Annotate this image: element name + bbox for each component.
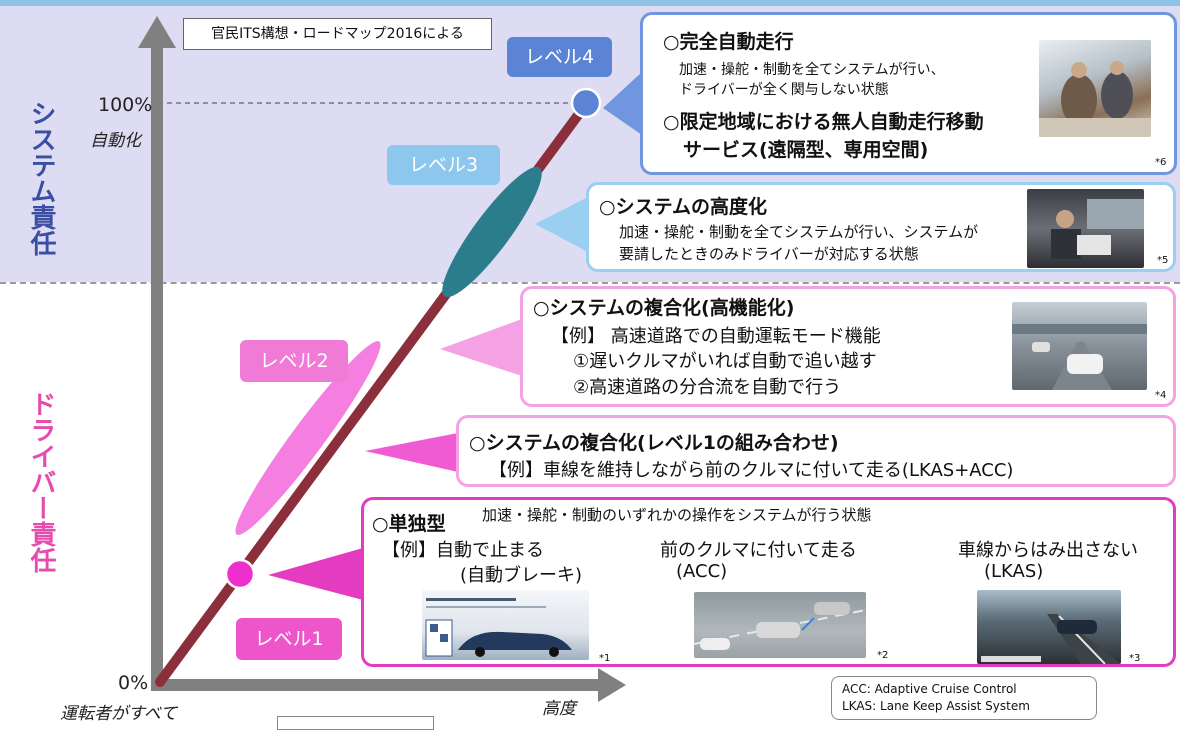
level4-desc-line2: ドライバーが全く関与しない状態	[679, 82, 889, 98]
level2-item2: ②高速道路の分合流を自動で行う	[573, 377, 842, 398]
driver-responsibility-label: ドライバー責任	[26, 391, 56, 573]
y-bottom-label: 運転者がすべて	[60, 704, 178, 724]
level4-card: ○完全自動走行 加速・操舵・制動を全てシステムが行い、 ドライバーが全く関与しな…	[640, 12, 1177, 175]
level1-example3-line2: (LKAS)	[984, 561, 1044, 582]
level4-pointer	[603, 72, 642, 135]
x-axis-label: 高度	[542, 699, 576, 719]
level2-item1: ①遅いクルマがいれば自動で追い越す	[573, 351, 877, 372]
level4-photo-illustration	[1039, 61, 1151, 137]
top-accent-line	[0, 0, 1180, 6]
level1-example3-line1: 車線からはみ出さない	[958, 540, 1138, 561]
level4-footnote: *6	[1155, 157, 1167, 168]
level3-desc-line2: 要請したときのみドライバーが対応する状態	[619, 245, 919, 263]
lkas-footnote: *3	[1129, 653, 1141, 664]
level3-card: ○システムの高度化 加速・操舵・制動を全てシステムが行い、システムが 要請したと…	[586, 182, 1176, 272]
level1b-pointer	[365, 433, 458, 472]
level1-example1-line2: (自動ブレーキ)	[460, 565, 583, 586]
level3-desc-line1: 加速・操舵・制動を全てシステムが行い、システムが	[619, 223, 979, 241]
auto-brake-photo	[422, 590, 589, 660]
level1-point	[224, 558, 256, 590]
level1-combined-title: ○システムの複合化(レベル1の組み合わせ)	[469, 432, 839, 454]
y-axis-arrowhead	[138, 16, 176, 48]
x-axis-arrowhead	[598, 668, 626, 702]
level3-range-ellipse	[442, 166, 542, 298]
level4-title-unmanned-service: ○限定地域における無人自動走行移動	[663, 111, 984, 133]
system-responsibility-label: システム責任	[26, 100, 56, 256]
level1a-pointer	[268, 548, 363, 600]
lkas-photo-illustration	[981, 614, 1121, 664]
level4-badge: レベル4	[507, 37, 612, 77]
bottom-cut-box	[277, 716, 434, 730]
level2-photo-illustration	[1012, 324, 1147, 390]
x-axis	[151, 679, 603, 691]
responsibility-separator	[0, 282, 1180, 284]
auto-brake-photo-illustration	[425, 598, 572, 657]
abbreviation-legend: ACC: Adaptive Cruise Control LKAS: Lane …	[831, 676, 1097, 720]
level3-photo-illustration	[1051, 199, 1144, 259]
level1-example2-line1: 前のクルマに付いて走る	[660, 540, 857, 561]
source-note: 官民ITS構想・ロードマップ2016による	[183, 18, 492, 50]
y-top-label: 自動化	[90, 131, 141, 151]
level4-photo	[1039, 40, 1151, 137]
level2-footnote: *4	[1155, 390, 1167, 401]
legend-lkas: LKAS: Lane Keep Assist System	[842, 699, 1030, 713]
level1-single-desc: 加速・操舵・制動のいずれかの操作をシステムが行う状態	[482, 506, 872, 524]
level2-example: 【例】 高速道路での自動運転モード機能	[551, 326, 881, 347]
level2-card: ○システムの複合化(高機能化) 【例】 高速道路での自動運転モード機能 ①遅いク…	[520, 286, 1176, 407]
level3-photo	[1027, 189, 1144, 268]
level3-pointer	[535, 197, 588, 252]
level2-photo	[1012, 302, 1147, 390]
level3-title: ○システムの高度化	[599, 196, 768, 218]
y-bottom-percent: 0%	[118, 672, 149, 694]
acc-photo	[694, 592, 866, 658]
auto-brake-footnote: *1	[599, 653, 611, 664]
level1-badge: レベル1	[236, 618, 342, 660]
lkas-photo	[977, 590, 1121, 664]
y-axis	[151, 44, 163, 690]
level1-example2-line2: (ACC)	[676, 561, 728, 582]
level2-title: ○システムの複合化(高機能化)	[533, 297, 795, 319]
acc-photo-illustration	[694, 602, 866, 650]
level1-combined-card: ○システムの複合化(レベル1の組み合わせ) 【例】車線を維持しながら前のクルマに…	[456, 415, 1176, 487]
acc-footnote: *2	[877, 650, 889, 661]
level2-range-ellipse	[235, 341, 381, 535]
legend-acc: ACC: Adaptive Cruise Control	[842, 682, 1017, 696]
level4-title-unmanned-service-line2: サービス(遠隔型、専用空間)	[683, 139, 929, 161]
y-top-percent: 100%	[98, 94, 153, 116]
level2-badge: レベル2	[240, 340, 348, 382]
level3-footnote: *5	[1157, 255, 1169, 266]
level1-single-card: ○単独型 加速・操舵・制動のいずれかの操作をシステムが行う状態 【例】自動で止ま…	[361, 497, 1176, 667]
level1-example1-line1: 【例】自動で止まる	[382, 540, 544, 561]
level1-combined-example: 【例】車線を維持しながら前のクルマに付いて走る(LKAS+ACC)	[489, 460, 1014, 481]
level2-pointer	[440, 319, 522, 376]
level4-point	[570, 87, 602, 119]
level4-desc-line1: 加速・操舵・制動を全てシステムが行い、	[679, 62, 945, 78]
level4-title-full-auto: ○完全自動走行	[663, 31, 794, 53]
level3-badge: レベル3	[387, 145, 500, 185]
level1-single-title: ○単独型	[372, 513, 446, 535]
